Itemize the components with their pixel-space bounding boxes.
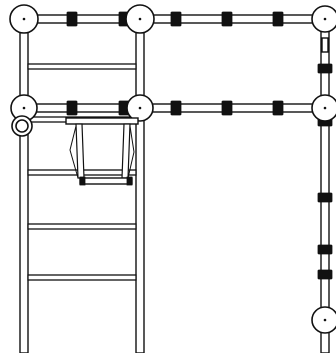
post-clamp: [317, 192, 333, 203]
trapeze-seat-grip: [79, 176, 86, 186]
connector-bolt: [22, 106, 26, 110]
ladder-right-post: [135, 18, 145, 354]
connector-bolt: [138, 106, 142, 110]
trapeze-seat: [79, 177, 133, 185]
post-clamp: [317, 269, 333, 280]
swing-mount-ring-inner: [15, 119, 29, 133]
connector-bolt: [138, 17, 142, 21]
connector-bolt: [22, 17, 26, 21]
ladder-rung: [27, 274, 137, 281]
rail-clamp: [170, 100, 182, 116]
connector-bolt: [323, 106, 327, 110]
post-clamp: [317, 244, 333, 255]
connector-bolt: [323, 318, 327, 322]
post-clamp: [317, 63, 333, 74]
trapeze-seat-grip: [126, 176, 133, 186]
rail-clamp: [221, 11, 233, 27]
rail-clamp: [170, 11, 182, 27]
rail-clamp: [66, 11, 78, 27]
rail-clamp: [221, 100, 233, 116]
trapeze-right-strap-detail: [127, 125, 135, 179]
ladder-rung: [27, 223, 137, 230]
post-bracket: [321, 37, 329, 53]
rail-clamp: [66, 100, 78, 116]
trapeze-left-strap-detail: [69, 125, 79, 179]
trapeze-top-bar: [65, 117, 139, 125]
rail-clamp: [272, 11, 284, 27]
ladder-left-post: [19, 18, 29, 354]
connector-bolt: [323, 17, 327, 21]
trapeze-left-strap: [75, 123, 85, 179]
ladder-rung: [27, 63, 137, 70]
rail-clamp: [272, 100, 284, 116]
trapeze-right-strap: [121, 123, 131, 179]
